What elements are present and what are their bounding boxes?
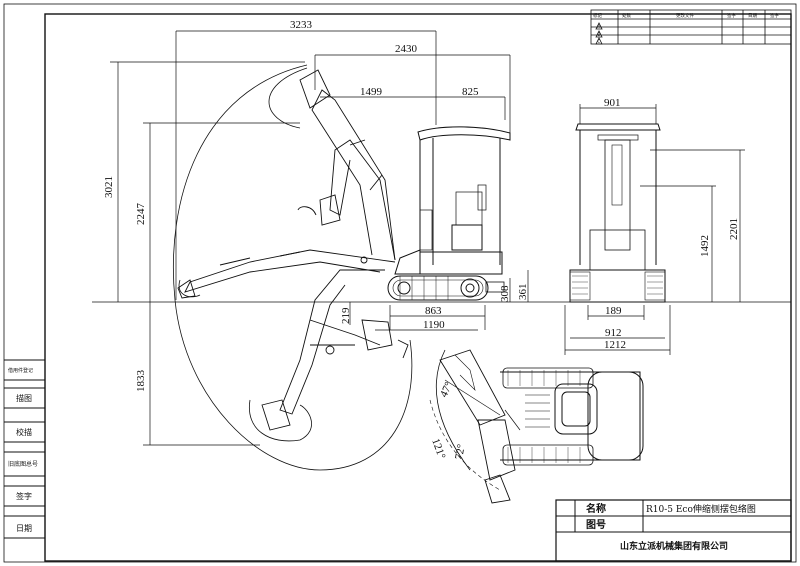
- left-strip: [4, 359, 45, 539]
- strip-tracing: 描图: [16, 393, 32, 403]
- rev-header-count: 处数: [622, 12, 631, 19]
- left-strip-labels: 借用件登记 描图 校描 旧底图总号 签字 日期: [8, 367, 38, 533]
- rev-header-sign: 签字: [727, 12, 736, 19]
- dim-2201: 2201: [728, 218, 740, 240]
- dim-3021: 3021: [103, 176, 115, 198]
- revision-block: [590, 9, 792, 45]
- strip-signature: 签字: [16, 491, 32, 501]
- dimension-labels: 3233 2430 1499 825 3021 2247 1833 863 11…: [103, 19, 740, 461]
- plan-view: [429, 349, 644, 504]
- dimension-lines-front: [564, 104, 745, 355]
- dim-219: 219: [340, 307, 352, 324]
- front-view: [569, 123, 666, 303]
- title-block: [555, 499, 792, 562]
- strip-borrowed-parts: 借用件登记: [8, 367, 33, 374]
- dim-1212: 1212: [604, 339, 626, 351]
- boom-arm-positions: [177, 69, 409, 431]
- angle-72: 72°: [453, 443, 467, 460]
- dim-1499: 1499: [360, 86, 383, 98]
- title-company: 山东立派机械集团有限公司: [620, 540, 728, 552]
- envelope-arc: [172, 64, 413, 471]
- outer-border: [3, 3, 797, 563]
- revision-headers: 标记 处数 更改文件 签字 日期 签字: [593, 12, 779, 19]
- rev-mark-a: A: [598, 24, 601, 29]
- inner-border: [44, 13, 792, 562]
- dim-1833: 1833: [135, 370, 147, 393]
- dim-912: 912: [605, 327, 622, 339]
- dim-308: 308: [499, 285, 511, 302]
- dim-1190: 1190: [423, 319, 445, 331]
- revision-marks: A B C: [598, 24, 601, 44]
- track-side: [387, 275, 505, 301]
- strip-date: 日期: [16, 524, 32, 533]
- title-name-label: 名称: [586, 502, 606, 515]
- dimension-lines-side: [110, 30, 529, 446]
- cab-side: [394, 126, 511, 275]
- rev-header-date: 日期: [748, 13, 757, 19]
- dim-3233: 3233: [290, 19, 313, 31]
- strip-old-drawing-no: 旧底图总号: [8, 460, 38, 468]
- title-name-value: R10-5 Eco伸缩侧摆包络图: [646, 503, 756, 515]
- dim-825: 825: [462, 86, 479, 98]
- angle-121: 121°: [429, 437, 447, 461]
- rev-header-sign-2: 签字: [770, 12, 779, 19]
- rev-header-file: 更改文件: [676, 12, 694, 19]
- title-block-texts: 名称 R10-5 Eco伸缩侧摆包络图 图号 山东立派机械集团有限公司: [586, 502, 756, 552]
- dim-901: 901: [604, 97, 621, 109]
- dim-361: 361: [517, 284, 529, 301]
- title-number-label: 图号: [586, 519, 606, 531]
- strip-proofing: 校描: [16, 427, 32, 437]
- dim-2430: 2430: [395, 43, 418, 55]
- dim-2247: 2247: [135, 203, 147, 226]
- angle-47: 47°: [438, 380, 455, 399]
- rev-mark-c: C: [598, 39, 601, 44]
- dim-863: 863: [425, 305, 442, 317]
- dim-1492: 1492: [699, 235, 711, 257]
- rev-header-mark: 标记: [593, 12, 602, 19]
- rev-mark-b: B: [598, 32, 601, 37]
- dim-189: 189: [605, 305, 622, 317]
